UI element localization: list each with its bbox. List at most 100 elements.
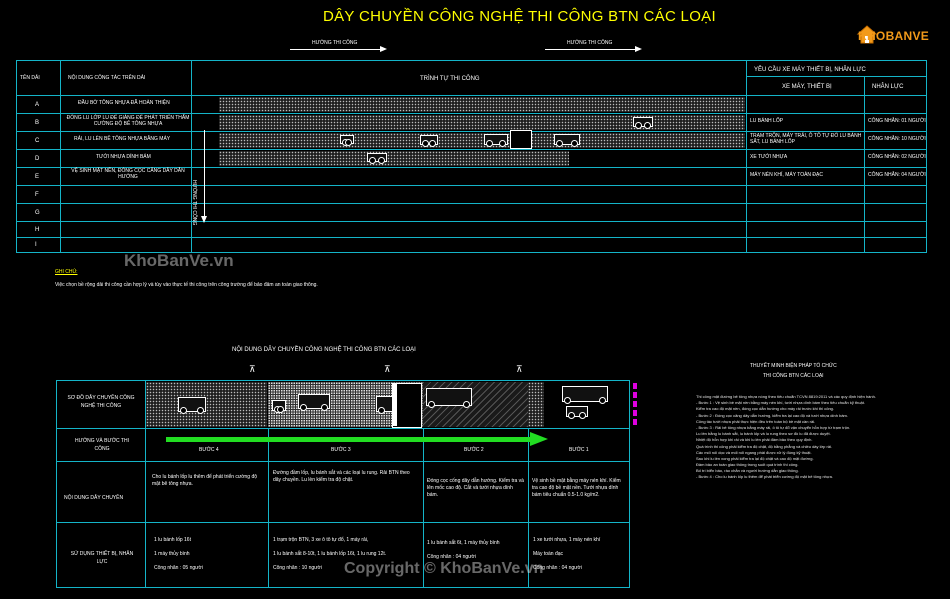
row-line [56,428,630,429]
row-equipment: LU BÁNH LỐP [750,118,784,124]
explain-line: Bố trí biển báo, rào chắn và người hướng… [696,468,799,474]
lane-row-c [219,133,745,148]
tire-roller-icon [178,397,206,414]
roller-icon [420,135,438,147]
truck-icon [298,394,330,411]
explain-line: Sau khi lu lèn xong phải kiểm tra lại độ… [696,455,814,461]
truck-icon [554,134,580,147]
row-code: D [35,156,40,162]
row-code: A [35,102,40,108]
step-resource: 1 xe tưới nhựa, 1 máy nén khí [533,537,601,543]
header-ten-dai: TÊN DẢI [20,75,40,81]
step-resource: 1 lu bánh lốp 16t [154,537,191,543]
row-line [56,522,630,523]
explain-body: Thi công mặt đường bê tông nhựa nóng the… [696,394,936,481]
note-title: GHI CHÚ: [55,269,78,275]
col-line [145,380,146,588]
label-su-dung: SỬ DỤNG THIẾT BỊ, NHÂN LỰC [70,551,134,565]
step-resource: Máy toàn đạc [533,551,564,557]
explain-line: Nhiệt độ hỗn hợp khi rải và khi lu lèn p… [696,437,813,443]
col-line [746,76,927,77]
lane-row-a [219,97,745,112]
explain-line: Thi công mặt đường bê tông nhựa nóng the… [696,394,876,399]
lane-row-d [219,151,569,166]
row-labor: CÔNG NHÂN: 01 NGƯỜI [868,118,926,124]
arrow-head-icon [380,46,387,52]
arrow-head-icon [635,46,642,52]
step-label: BƯỚC 1 [569,447,589,453]
row-code: G [35,210,40,216]
header-noi-dung: NỘI DUNG CÔNG TÁC TRÊN DẢI [68,75,146,81]
explain-line: - Bước 4 : Cho lu bánh lốp lu thêm để ph… [696,474,833,480]
roller-icon [633,117,653,129]
header-nhan-luc: NHÂN LỰC [872,84,904,90]
step-label: BƯỚC 2 [464,447,484,453]
schematic-lane-step4 [146,382,267,427]
row-content: VỆ SINH MẶT NỀN, ĐÓNG CỌC CĂNG DÂY DẪN H… [71,168,185,180]
row-equipment: TRẠM TRỘN, MÁY TRẢI, Ô TÔ TỰ ĐỔ LU BÁNH … [750,133,862,145]
step-resource: Công nhân : 04 người [533,565,582,571]
top-table: TÊN DẢI NỘI DUNG CÔNG TÁC TRÊN DẢI TRÌNH… [16,60,927,253]
row-code: C [35,138,40,144]
schematic-lane-step1 [528,382,544,427]
sprayer-truck-icon [562,386,608,404]
row-labor: CÔNG NHÂN: 04 NGƯỜI [868,172,926,178]
header-yeu-cau: YÊU CẦU XE MÁY THIẾT BỊ, NHÂN LỰC [754,67,866,73]
direction-arrow-1 [290,49,382,50]
row-content: ĐỔNG LU LỚP LU ĐỂ GIÀNG ĐỂ PHÁT TRIỂN TH… [66,115,190,127]
dump-truck-icon [426,388,472,408]
col-line [191,60,192,253]
explain-line: Lu lèn bằng lu bánh sắt, lu bánh lốp và … [696,431,831,437]
row-content: TƯỚI NHỰA DÍNH BÁM [96,154,151,160]
header-trinh-tu: TRÌNH TỰ THI CÔNG [420,76,480,82]
row-content: ĐẦU BỜ TÔNG NHỰA ĐÃ HOÀN THIỆN [78,100,170,106]
col-line [268,428,269,588]
roller-icon [340,135,354,146]
step-resource: Công nhân : 04 người [427,554,476,560]
explain-line: Công tác tưới nhựa phải thực hiện đều tr… [696,418,816,424]
paver-screed [392,383,397,426]
direction-arrow-2 [545,49,637,50]
explain-line: Các mối nối dọc và mối nối ngang phải đư… [696,449,812,455]
bottom-table-border [56,380,630,588]
compressor-icon [566,406,588,419]
explain-title-2: THI CÔNG BTN CÁC LOẠI [763,373,824,379]
survey-marker-icon: ⊼ [384,364,391,374]
explain-line: - Bước 3 : Rải bê tông nhựa bằng máy rải… [696,424,851,430]
row-code: B [35,120,40,126]
step-label: BƯỚC 3 [331,447,351,453]
paver-icon [392,383,422,428]
watermark-copyright: Copyright © KhoBanVe.vn [344,560,544,577]
marker-square [633,383,637,389]
row-line [16,237,927,238]
step-content: Đường đầm lốp, lu bánh sắt và các loại l… [273,470,410,483]
page-title: DÂY CHUYỀN CÔNG NGHỆ THI CÔNG BTN CÁC LO… [323,8,716,25]
direction-label-2: HƯỚNG THI CÔNG [567,40,613,46]
explain-line: - Bước 1 : Vệ sinh bề mặt nền bằng máy n… [696,400,865,406]
row-code: E [35,174,40,180]
col-line [864,76,865,253]
explain-line: Đảm bảo an toàn giao thông trong suốt qu… [696,462,799,468]
row-equipment: MÁY NÉN KHÍ, MÁY TOÀN ĐẠC [750,172,823,178]
survey-marker-icon: ⊼ [516,364,523,374]
col-line [60,60,61,253]
step-resource: Công nhân : 05 người [154,565,203,571]
explain-line: Quá trình thi công phải kiểm tra độ chặt… [696,443,833,449]
explain-title-1: THUYẾT MINH BIỆN PHÁP TỔ CHỨC [750,363,837,369]
paver-icon [510,130,532,149]
row-code: I [35,242,37,248]
marker-square [633,410,637,416]
label-huong: HƯỚNG VÀ BƯỚC THI CÔNG [75,438,129,452]
step-content: Vệ sinh bề mặt bằng máy nén khí. Kiểm tr… [532,478,621,498]
step-content: Cho lu bánh lốp lu thêm để phát triển cư… [152,474,258,487]
roller-icon [272,400,286,413]
step-resource: 1 lu bánh sắt 6t, 1 máy thủy bình [427,540,500,546]
row-content: RẢI, LU LÈN BÊ TÔNG NHỰA BẰNG MÁY [74,136,171,142]
progress-arrow [166,437,534,442]
row-line [16,149,927,150]
arrow-right-icon [530,432,548,446]
note-text: Việc chọn bề rộng dải thi công cần hợp l… [55,282,318,288]
survey-marker-icon: ⊼ [249,364,256,374]
step-resource: 1 máy thủy bình [154,551,190,557]
explain-line: Kiểm tra cao độ mặt nền, đóng cọc dẫn hư… [696,406,835,412]
